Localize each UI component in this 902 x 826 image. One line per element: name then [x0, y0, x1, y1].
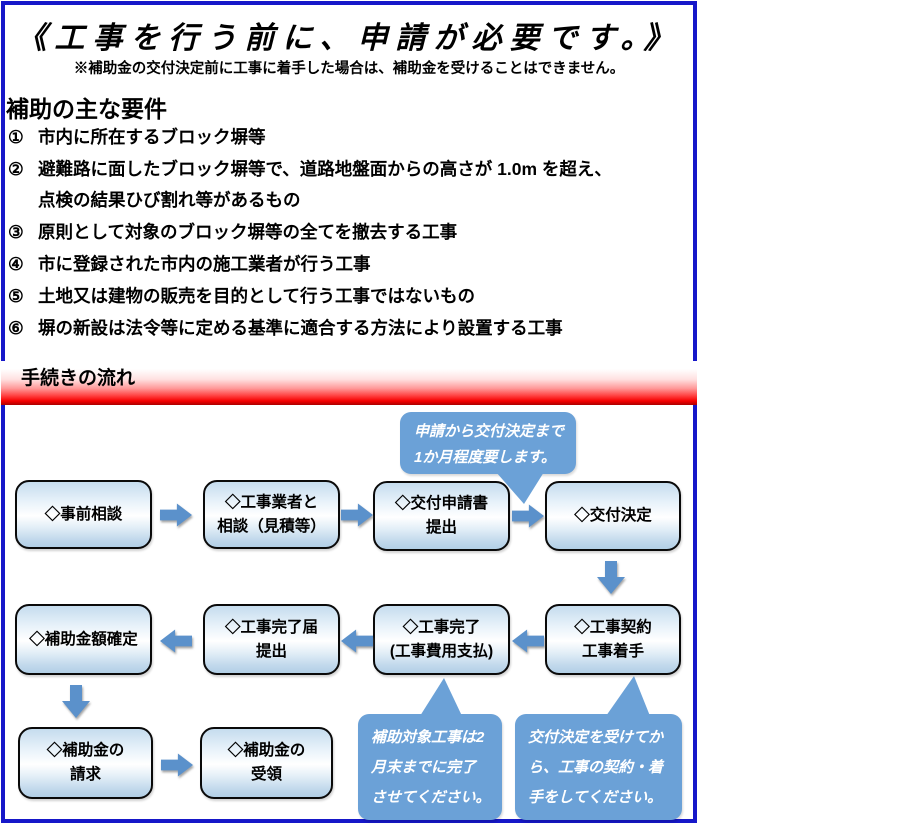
callout-keiyaku-chakushu: 交付決定を受けてか ら、工事の契約・着 手をしてください。: [515, 714, 682, 820]
req-text-line2: 点検の結果ひび割れ等があるもの: [38, 190, 301, 210]
callout-pointer-up: [420, 678, 462, 716]
req-number: ②: [8, 159, 24, 179]
requirement-item: ③ 原則として対象のブロック塀等の全てを撤去する工事: [8, 217, 688, 248]
flow-box-kouji-keiyaku: ◇工事契約工事着手: [545, 604, 681, 675]
callout-pointer-up: [602, 676, 650, 716]
requirement-item: ④ 市に登録された市内の施工業者が行う工事: [8, 249, 688, 280]
req-number: ①: [8, 127, 24, 147]
req-number: ③: [8, 222, 24, 242]
flow-arrow-down-icon: [61, 684, 91, 720]
req-text-line: 市内に所在するブロック塀等: [38, 127, 266, 147]
req-number: ④: [8, 254, 24, 274]
flow-box-kofu-shinseisho: ◇交付申請書提出: [373, 481, 510, 551]
procedure-flow-bar: 手続きの流れ: [1, 361, 697, 405]
flow-arrow-right-icon: [160, 502, 192, 528]
flow-box-hojokin-gaku-kakutei: ◇補助金額確定: [15, 604, 152, 675]
req-text-line: 市に登録された市内の施工業者が行う工事: [38, 254, 371, 274]
requirements-list: ① 市内に所在するブロック塀等 ② 避難路に面したブロック塀等で、道路地盤面から…: [8, 122, 688, 345]
flow-box-kouji-kanryo: ◇工事完了(工事費用支払): [373, 604, 510, 675]
callout-shinsei-kikan: 申請から交付決定まで 1か月程度要します。: [400, 412, 576, 474]
subsidy-warning-note: ※補助金の交付決定前に工事に着手した場合は、補助金を受けることはできません。: [73, 61, 625, 77]
flow-arrow-right-icon: [512, 503, 544, 529]
requirement-item: ① 市内に所在するブロック塀等: [8, 122, 688, 153]
flow-arrow-left-icon: [160, 628, 192, 654]
flow-arrow-right-icon: [341, 502, 373, 528]
page-title: 《工事を行う前に、申請が必要です。》: [16, 22, 682, 55]
callout-pointer-down: [496, 472, 544, 504]
req-number: ⑤: [8, 286, 24, 306]
requirements-heading: 補助の主な要件: [6, 96, 167, 122]
flow-box-hojokin-juryo: ◇補助金の受領: [200, 727, 333, 799]
flow-arrow-down-icon: [596, 560, 626, 596]
callout-kanryo-kigen: 補助対象工事は2 月末までに完了 させてください。: [358, 714, 502, 820]
flow-arrow-left-icon: [512, 628, 544, 654]
req-text-line: 塀の新設は法令等に定める基準に適合する方法により設置する工事: [38, 318, 563, 338]
requirement-item: ⑥ 塀の新設は法令等に定める基準に適合する方法により設置する工事: [8, 313, 688, 344]
req-text-line: 原則として対象のブロック塀等の全てを撤去する工事: [38, 222, 458, 242]
requirement-item: ② 避難路に面したブロック塀等で、道路地盤面からの高さが 1.0m を超え、点検…: [8, 154, 688, 216]
req-text-line: 土地又は建物の販売を目的として行う工事ではないもの: [38, 286, 475, 306]
req-number: ⑥: [8, 318, 24, 338]
flow-box-jizen-soudan: ◇事前相談: [15, 480, 152, 549]
req-text-line: 避難路に面したブロック塀等で、道路地盤面からの高さが 1.0m を超え、: [38, 159, 612, 179]
page-frame: [1, 1, 697, 823]
flow-arrow-right-icon: [161, 752, 193, 778]
requirement-item: ⑤ 土地又は建物の販売を目的として行う工事ではないもの: [8, 281, 688, 312]
flow-box-gyousha-soudan: ◇工事業者と相談（見積等）: [203, 480, 340, 549]
flow-box-kanryo-todoke: ◇工事完了届提出: [203, 604, 340, 675]
flow-box-hojokin-seikyu: ◇補助金の請求: [18, 727, 153, 799]
procedure-flow-title: 手続きの流れ: [21, 368, 136, 389]
flow-box-kofu-kettei: ◇交付決定: [545, 481, 681, 551]
flow-arrow-left-icon: [341, 628, 373, 654]
